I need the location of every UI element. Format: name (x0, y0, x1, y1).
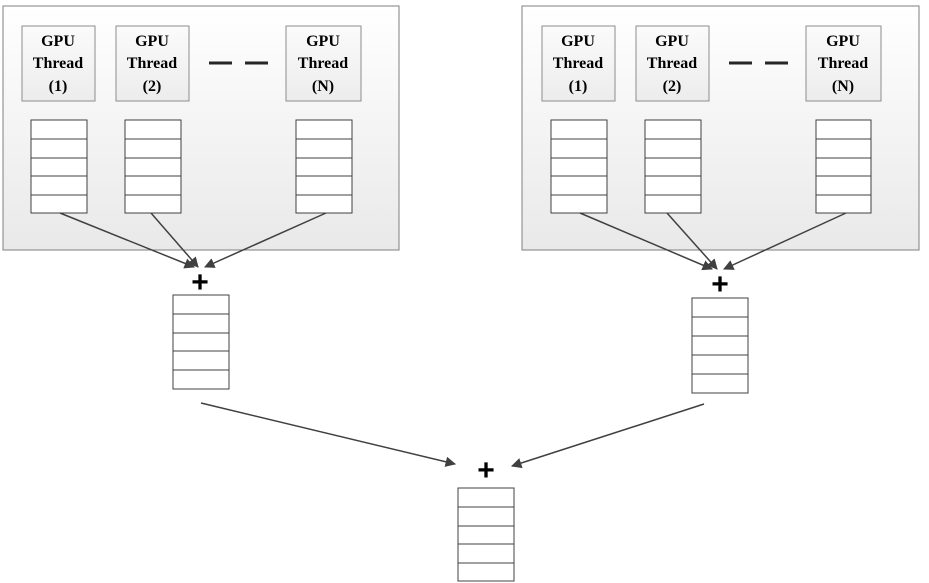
thread-label-line1: GPU (135, 33, 169, 50)
left-reduction-arrows (59, 212, 327, 269)
thread-label-line2: Thread (33, 55, 83, 72)
thread-label-line3: (N) (312, 78, 334, 95)
thread-label-line1: GPU (655, 33, 689, 50)
thread-label-line3: (2) (663, 78, 682, 95)
thread-array (550, 119, 608, 214)
thread-label-line1: GPU (41, 33, 75, 50)
arrow (579, 212, 713, 271)
arrow (723, 212, 847, 270)
gpu-thread-box: GPU Thread (2) (115, 25, 190, 102)
arrow (666, 212, 718, 270)
partial-sum-array-left (172, 294, 230, 390)
thread-array (815, 119, 872, 214)
arrow (204, 212, 327, 268)
final-sum-array (457, 487, 515, 582)
thread-array (124, 119, 182, 214)
thread-label-line1: GPU (826, 33, 860, 50)
right-reduction-arrows (579, 212, 847, 271)
gpu-thread-box: GPU Thread (1) (21, 25, 96, 102)
thread-array (30, 119, 88, 214)
arrow (59, 212, 195, 269)
thread-label-line2: Thread (298, 55, 348, 72)
thread-group-1: GPU Thread (1) GPU Thread (2) GPU Thread… (2, 5, 400, 251)
plus-operator: + (477, 454, 495, 487)
thread-label-line3: (N) (832, 78, 854, 95)
thread-label-line2: Thread (647, 55, 697, 72)
thread-array (644, 119, 702, 214)
thread-label-line3: (2) (143, 78, 162, 95)
thread-label-line2: Thread (553, 55, 603, 72)
thread-label-line2: Thread (127, 55, 177, 72)
thread-array (295, 119, 353, 214)
arrow (200, 402, 457, 467)
thread-label-line2: Thread (818, 55, 868, 72)
arrow (150, 212, 199, 268)
thread-label-line3: (1) (569, 78, 588, 95)
gpu-thread-box: GPU Thread (N) (805, 25, 882, 102)
partial-sum-array-right (691, 297, 749, 394)
thread-label-line1: GPU (306, 33, 340, 50)
thread-label-line1: GPU (561, 33, 595, 50)
thread-group-2: GPU Thread (1) GPU Thread (2) GPU Thread… (521, 5, 920, 251)
gpu-thread-box: GPU Thread (2) (635, 25, 710, 102)
thread-label-line3: (1) (49, 78, 68, 95)
plus-operator: + (711, 268, 729, 301)
gpu-thread-box: GPU Thread (N) (285, 25, 362, 102)
arrow (511, 403, 705, 469)
plus-operator: + (191, 266, 209, 299)
gpu-thread-box: GPU Thread (1) (541, 25, 616, 102)
